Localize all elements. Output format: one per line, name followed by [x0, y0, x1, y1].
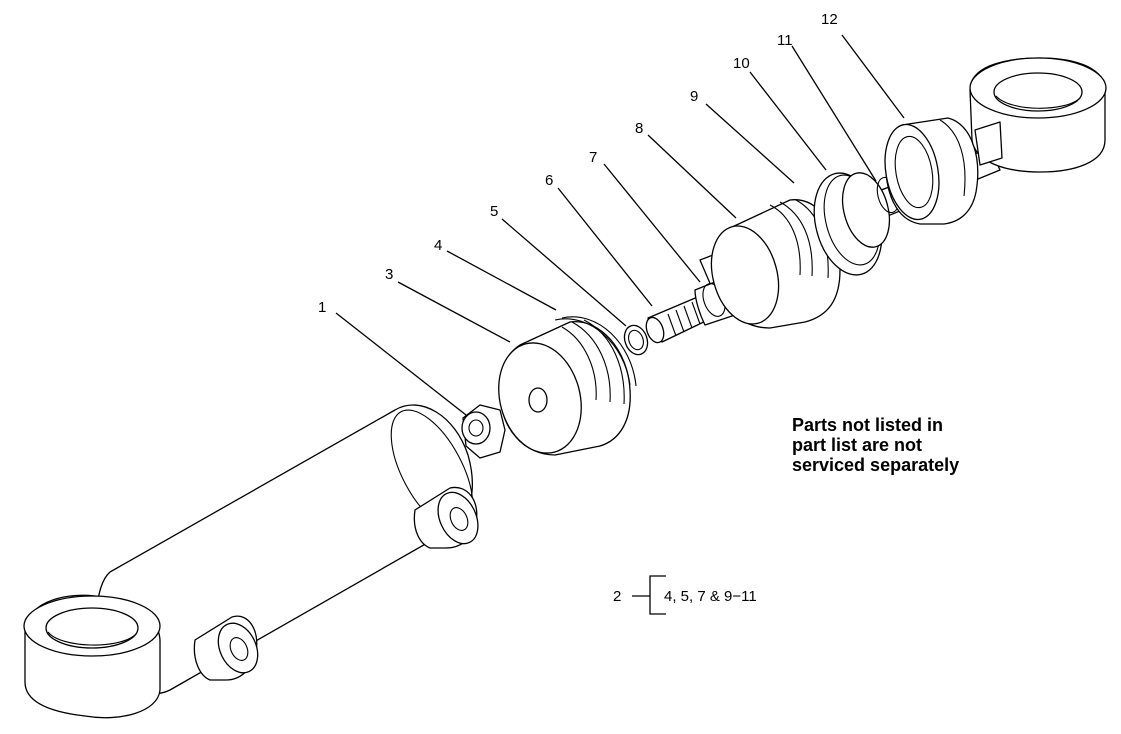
- note-line-3: serviced separately: [792, 455, 959, 475]
- cylinder-barrel: [23, 404, 479, 719]
- callout-7: 7: [589, 149, 597, 166]
- callout-10: 10: [733, 55, 750, 72]
- callout-12: 12: [821, 11, 838, 28]
- piston-seals: [813, 172, 900, 276]
- leader-7: [603, 163, 701, 283]
- callout-6: 6: [545, 172, 553, 189]
- callout-5: 5: [490, 203, 498, 220]
- callout-3: 3: [385, 266, 393, 283]
- callout-11: 11: [777, 32, 793, 49]
- o-ring-large: [554, 316, 637, 387]
- gland: [498, 319, 631, 456]
- rod-eye: [969, 57, 1107, 173]
- callout-8: 8: [635, 120, 643, 137]
- leader-9: [705, 103, 795, 184]
- kit-bracket: [649, 575, 666, 615]
- backup-ring: [623, 324, 649, 356]
- leader-8: [647, 134, 737, 219]
- callout-9: 9: [690, 88, 698, 105]
- note-line-2: part list are not: [792, 435, 922, 455]
- note-line-1: Parts not listed in: [792, 415, 943, 435]
- callout-labels: 1 3 4 5 6 7 8 9 10 11 12: [318, 11, 838, 316]
- kit-contents: 4, 5, 7 & 9−11: [664, 588, 757, 605]
- piston: [710, 199, 841, 329]
- callout-1: 1: [318, 299, 326, 316]
- callout-4: 4: [434, 237, 442, 254]
- leader-lines: [335, 34, 905, 416]
- leader-1: [335, 312, 467, 416]
- leader-3: [397, 281, 511, 343]
- rod-wiper: [884, 117, 979, 225]
- leader-10: [749, 71, 827, 171]
- leader-6: [557, 187, 653, 307]
- leader-12: [841, 34, 905, 119]
- leader-11: [791, 45, 877, 182]
- kit-reference: 2 4, 5, 7 & 9−11: [613, 575, 757, 615]
- leader-4: [446, 250, 557, 311]
- service-note: Parts not listed in part list are not se…: [792, 415, 959, 475]
- hex-nut: [461, 404, 506, 459]
- kit-number: 2: [613, 588, 621, 605]
- leader-5: [501, 218, 627, 327]
